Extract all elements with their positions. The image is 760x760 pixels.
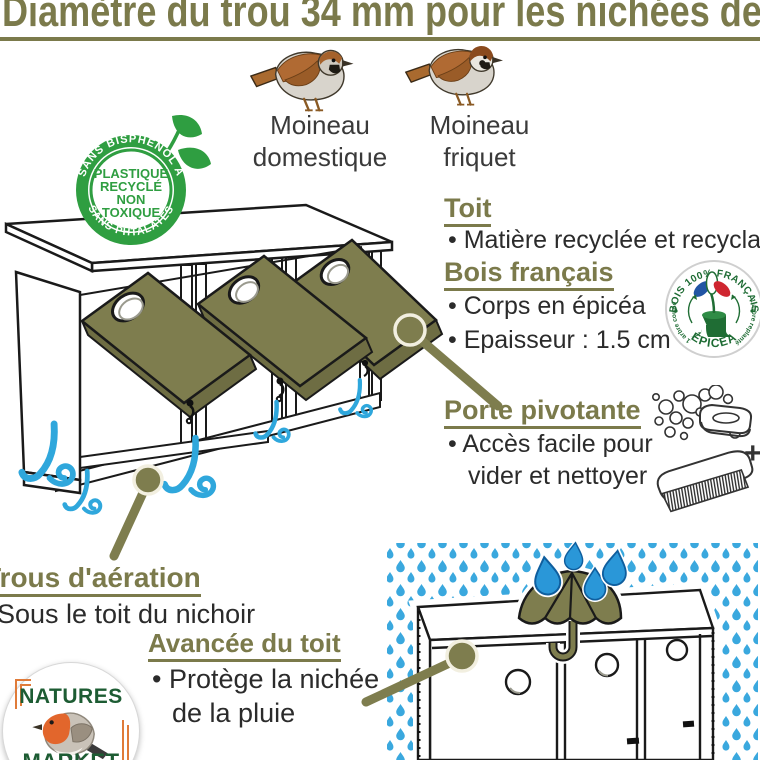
logo-bracket-bottomright xyxy=(113,725,129,760)
title-underline xyxy=(0,37,760,41)
bird-label-friquet: Moineau friquet xyxy=(429,110,530,172)
brush xyxy=(656,450,754,513)
svg-text:PLASTIQUE: PLASTIQUE xyxy=(94,166,169,181)
heading-porte: Porte pivotante xyxy=(444,396,641,430)
heading-avancee: Avancée du toit xyxy=(148,629,341,663)
cleaning-illustration: + xyxy=(652,385,760,513)
pivot-door-1 xyxy=(79,271,258,419)
rain-shield-dotted-lines xyxy=(417,611,715,760)
svg-text:TOXIQUE: TOXIQUE xyxy=(102,205,161,220)
logo-bracket-topleft-inner xyxy=(20,684,31,706)
rain-protection-illustration xyxy=(387,538,758,760)
nestbox-illustration xyxy=(4,203,444,525)
svg-text:RECYCLÉ: RECYCLÉ xyxy=(100,179,162,194)
bird-label-domestique: Moineau domestique xyxy=(252,110,388,172)
protected-nestbox xyxy=(408,582,723,760)
robin-illustration xyxy=(32,712,108,760)
heading-toit: Toit xyxy=(444,194,492,228)
wood-origin-badge: BOIS 100% FRANÇAIS 1 arbre coupé 1 arbre… xyxy=(665,260,760,358)
tree-sparrow-illustration xyxy=(404,45,503,106)
heading-bois: Bois français xyxy=(444,258,614,292)
svg-text:NON: NON xyxy=(117,192,146,207)
badge-center-text: PLASTIQUE RECYCLÉ NON TOXIQUE xyxy=(94,166,169,220)
bullet-porte-2: vider et nettoyer xyxy=(468,462,648,490)
logo-bracket-topleft xyxy=(15,679,31,709)
logo-bracket-bottomright-inner xyxy=(108,720,124,760)
bullet-avancee-1: • Protège la nichée xyxy=(152,664,380,694)
roof xyxy=(4,203,394,296)
house-sparrow-illustration xyxy=(249,49,354,112)
logo-text-natures: NATURES xyxy=(19,685,123,708)
big-raindrops xyxy=(532,538,629,602)
bullet-aeration-1: • Sous le toit du nichoir xyxy=(0,599,256,629)
bullet-porte-1: • Accès facile pour xyxy=(448,430,653,458)
bullet-bois-1: • Corps en épicéa xyxy=(448,292,646,320)
natures-market-logo: NATURES MARKET xyxy=(2,662,140,760)
base-rails xyxy=(55,391,381,493)
door-latches xyxy=(185,359,369,425)
bullet-avancee-2: de la pluie xyxy=(172,698,296,728)
soap-bar xyxy=(699,403,753,438)
bullet-toit-1: • Matière recyclée et recyclable xyxy=(448,226,760,254)
stump-and-sprout xyxy=(687,271,741,337)
bullet-bois-2: • Epaisseur : 1.5 cm xyxy=(448,326,671,354)
recycled-plastic-badge: SANS BISPHENOL A SANS PHTALATES PLASTIQU… xyxy=(76,114,211,245)
pivot-door-2 xyxy=(195,254,374,402)
logo-text-market: MARKET xyxy=(3,749,139,760)
heading-aeration: Trous d'aération xyxy=(0,563,201,598)
page-title: Diamètre du trou 34 mm pour les nichées … xyxy=(2,0,760,36)
left-wall xyxy=(14,270,82,495)
